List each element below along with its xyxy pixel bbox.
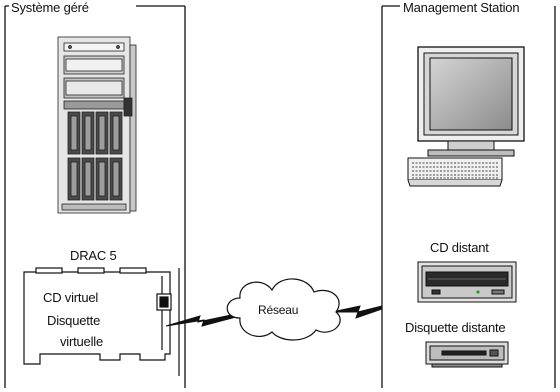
remote-floppy-label: Disquette distante — [405, 320, 506, 335]
remote-cd-label: CD distant — [430, 240, 489, 255]
tower-server-icon — [57, 36, 137, 214]
network-cloud-icon — [226, 278, 341, 341]
drac-title: DRAC 5 — [70, 248, 117, 263]
cd-drive-icon — [417, 261, 517, 303]
management-station-panel — [381, 5, 556, 388]
virtual-floppy-label-line1: Disquette — [47, 313, 101, 328]
managed-system-panel — [4, 5, 186, 388]
floppy-drive-icon — [425, 341, 509, 368]
virtual-cd-label: CD virtuel — [43, 290, 99, 305]
management-station-title: Management Station — [403, 0, 520, 15]
managed-system-title: Système géré — [11, 0, 89, 15]
network-label: Réseau — [258, 303, 299, 317]
drac-card-icon — [23, 267, 180, 376]
desktop-computer-icon — [407, 46, 525, 187]
virtual-floppy-label-line2: virtuelle — [60, 334, 103, 349]
